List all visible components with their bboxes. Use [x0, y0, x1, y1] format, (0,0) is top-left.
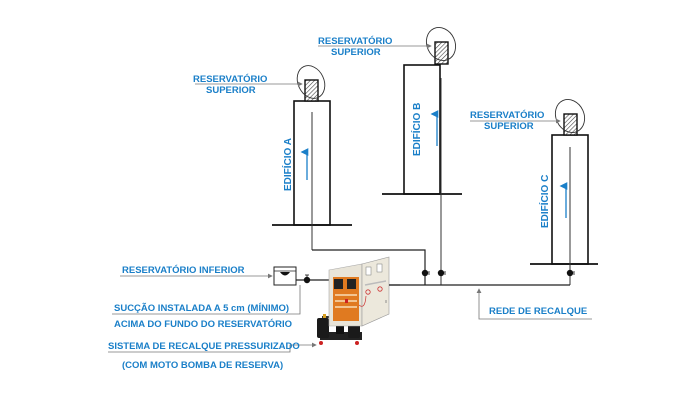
pump-system-illustration: SISTEMA DE RECALQUE PRESSURIZADO (COM MO…: [108, 256, 400, 371]
pump-system-leader: [108, 342, 317, 353]
valve-building-b: [437, 269, 446, 277]
valve-building-a: [421, 269, 430, 277]
building-a-tank-label-2: SUPERIOR: [206, 85, 256, 96]
building-a-label: EDIFÍCIO A: [281, 138, 294, 191]
building-b-tank-callout: [425, 27, 457, 61]
building-a: EDIFÍCIO A RESERVATÓRIO SUPERIOR: [193, 65, 352, 250]
building-a-tank-label-1: RESERVATÓRIO: [193, 73, 267, 85]
piping-network: [296, 249, 575, 286]
lower-reservoir-label: RESERVATÓRIO INFERIOR: [122, 264, 245, 276]
lower-reservoir: RESERVATÓRIO INFERIOR SUCÇÃO INSTALADA A…: [112, 264, 301, 330]
water-level-icon: [280, 272, 290, 276]
building-a-tank-callout: [296, 65, 326, 99]
suction-note-leader: [112, 285, 301, 315]
building-b-tank-label-2: SUPERIOR: [331, 47, 381, 58]
suction-note-line2: ACIMA DO FUNDO DO RESERVATÓRIO: [114, 318, 292, 330]
building-b: EDIFÍCIO B RESERVATÓRIO SUPERIOR: [318, 27, 462, 285]
valve-building-c: [566, 269, 575, 277]
discharge-network-label: REDE DE RECALQUE: [489, 306, 587, 317]
suction-note-line1: SUCÇÃO INSTALADA A 5 cm (MÍNIMO): [114, 303, 289, 314]
building-c: EDIFÍCIO C RESERVATÓRIO SUPERIOR: [470, 99, 598, 285]
building-c-tank-label-1: RESERVATÓRIO: [470, 109, 544, 121]
building-b-label: EDIFÍCIO B: [410, 103, 423, 156]
pump-system-label-line1: SISTEMA DE RECALQUE PRESSURIZADO: [108, 341, 300, 352]
building-c-upper-tank: [563, 113, 578, 136]
valve-suction: [303, 274, 311, 284]
discharge-network-leader: [476, 288, 592, 320]
building-a-upper-tank: [304, 79, 319, 102]
pump-system-label-line2: (COM MOTO BOMBA DE RESERVA): [122, 360, 283, 371]
building-b-tank-label-1: RESERVATÓRIO: [318, 35, 392, 47]
building-b-body: [403, 64, 441, 195]
discharge-network: REDE DE RECALQUE: [476, 288, 592, 320]
building-c-label: EDIFÍCIO C: [538, 175, 551, 228]
building-c-tank-label-2: SUPERIOR: [484, 121, 534, 132]
lower-reservoir-box: [273, 266, 297, 286]
building-b-upper-tank: [434, 41, 449, 65]
